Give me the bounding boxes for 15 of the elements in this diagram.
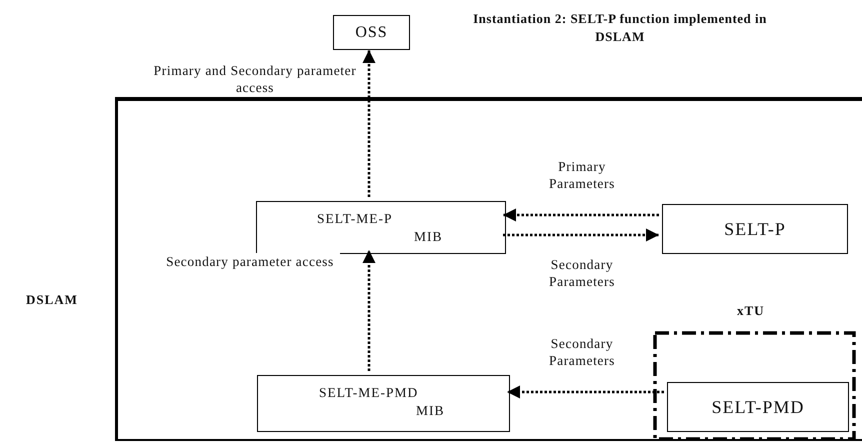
- box-subtitle: MIB: [416, 403, 445, 419]
- function-box: [662, 204, 848, 254]
- box-label: SELT-P: [724, 218, 786, 240]
- box-title: SELT-ME-PMD: [319, 385, 418, 401]
- box-title: SELT-ME-P: [317, 211, 393, 227]
- box-subtitle: MIB: [414, 229, 443, 245]
- function-box: [256, 201, 506, 254]
- box-label: OSS: [355, 24, 388, 42]
- group-heading: xTU: [737, 303, 765, 319]
- diagram-title: Instantiation 2: SELT-P function implemented in DSLAM: [472, 10, 768, 46]
- function-box: [667, 382, 849, 432]
- system-box: [333, 15, 410, 50]
- frame-heading: DSLAM: [26, 292, 78, 308]
- box-label: SELT-PMD: [712, 396, 804, 418]
- function-box: [257, 375, 510, 432]
